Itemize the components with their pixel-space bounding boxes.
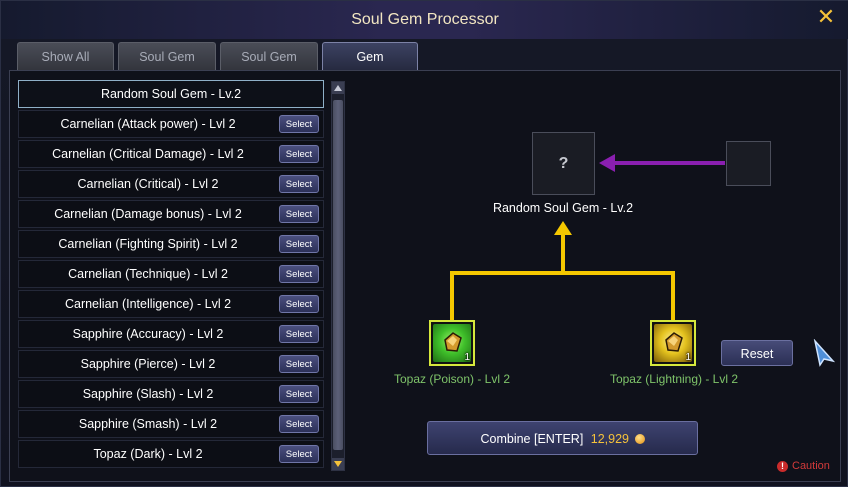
list-item-label: Carnelian (Fighting Spirit) - Lvl 2 <box>58 237 238 251</box>
list-item-label: Carnelian (Intelligence) - Lvl 2 <box>64 297 232 311</box>
gem-background <box>654 324 692 362</box>
gem-count: 1 <box>464 352 470 363</box>
list-item: Carnelian (Technique) - Lvl 2 Select <box>18 260 324 288</box>
list-item: Sapphire (Pierce) - Lvl 2 Select <box>18 350 324 378</box>
gem-count: 1 <box>685 352 691 363</box>
list-item-label: Carnelian (Critical) - Lvl 2 <box>77 177 219 191</box>
select-button[interactable]: Select <box>279 325 319 343</box>
select-button[interactable]: Select <box>279 385 319 403</box>
select-button[interactable]: Select <box>279 205 319 223</box>
list-item-label: Sapphire (Smash) - Lvl 2 <box>78 417 218 431</box>
list-item-label: Sapphire (Pierce) - Lvl 2 <box>80 357 216 371</box>
scroll-down-arrow-icon[interactable] <box>332 458 344 470</box>
list-item: Topaz (Dark) - Lvl 2 Select <box>18 440 324 468</box>
scroll-thumb[interactable] <box>333 100 343 450</box>
list-item: Carnelian (Critical) - Lvl 2 Select <box>18 170 324 198</box>
caution-label: Caution <box>792 460 830 472</box>
select-button[interactable]: Select <box>279 145 319 163</box>
list-item: Sapphire (Accuracy) - Lvl 2 Select <box>18 320 324 348</box>
list-item-label: Random Soul Gem - Lv.2 <box>100 87 242 101</box>
close-icon[interactable]: ✕ <box>816 4 836 29</box>
select-button[interactable]: Select <box>279 265 319 283</box>
select-button[interactable]: Select <box>279 175 319 193</box>
gem-list: Random Soul Gem - Lv.2 Carnelian (Attack… <box>18 80 324 470</box>
select-button[interactable]: Select <box>279 235 319 253</box>
combine-button[interactable]: Combine [ENTER] 12,929 <box>427 421 698 455</box>
ingredient-label-lightning: Topaz (Lightning) - Lvl 2 <box>609 372 739 386</box>
caution-icon: ! <box>777 461 788 472</box>
list-item: Carnelian (Critical Damage) - Lvl 2 Sele… <box>18 140 324 168</box>
list-item-label: Topaz (Dark) - Lvl 2 <box>93 447 203 461</box>
result-gem-slot[interactable]: ? <box>532 132 595 195</box>
gold-coin-icon <box>634 434 645 444</box>
select-button[interactable]: Select <box>279 295 319 313</box>
topaz-gem-icon <box>444 332 462 352</box>
list-item-label: Sapphire (Accuracy) - Lvl 2 <box>72 327 224 341</box>
tab-bar: Show All Soul Gem Equip Soul Gem Craft G… <box>17 42 418 92</box>
reset-button[interactable]: Reset <box>721 340 793 366</box>
list-scrollbar[interactable] <box>331 81 345 471</box>
list-item: Sapphire (Smash) - Lvl 2 Select <box>18 410 324 438</box>
tab-soul-gem-craft[interactable]: Soul Gem Craft <box>220 42 318 92</box>
window-title: Soul Gem Processor <box>1 1 848 39</box>
list-item: Carnelian (Intelligence) - Lvl 2 Select <box>18 290 324 318</box>
list-item: Carnelian (Damage bonus) - Lvl 2 Select <box>18 200 324 228</box>
result-gem-label: Random Soul Gem - Lv.2 <box>492 201 634 215</box>
tab-soul-gem-equip[interactable]: Soul Gem Equip <box>118 42 216 92</box>
caution-link[interactable]: ! Caution <box>777 460 830 472</box>
select-button[interactable]: Select <box>279 445 319 463</box>
gem-background <box>433 324 471 362</box>
ingredient-slot-poison[interactable]: 1 <box>429 320 475 366</box>
combine-button-label: Combine [ENTER] <box>480 432 584 446</box>
ingredient-slot-lightning[interactable]: 1 <box>650 320 696 366</box>
list-item-label: Carnelian (Critical Damage) - Lvl 2 <box>52 147 244 161</box>
combine-cost: 12,929 <box>590 432 630 446</box>
select-button[interactable]: Select <box>279 355 319 373</box>
list-item: Sapphire (Slash) - Lvl 2 Select <box>18 380 324 408</box>
list-item-label: Carnelian (Damage bonus) - Lvl 2 <box>54 207 242 221</box>
topaz-gem-icon <box>665 332 683 352</box>
select-button[interactable]: Select <box>279 415 319 433</box>
list-item-label: Sapphire (Slash) - Lvl 2 <box>82 387 214 401</box>
list-item-selected[interactable]: Random Soul Gem - Lv.2 <box>18 80 324 108</box>
mouse-cursor-icon <box>813 339 835 367</box>
select-button[interactable]: Select <box>279 115 319 133</box>
question-mark-icon: ? <box>558 155 569 172</box>
list-item-label: Carnelian (Attack power) - Lvl 2 <box>60 117 236 131</box>
scroll-up-arrow-icon[interactable] <box>332 82 344 94</box>
ingredient-label-poison: Topaz (Poison) - Lvl 2 <box>393 372 511 386</box>
list-item-label: Carnelian (Technique) - Lvl 2 <box>68 267 228 281</box>
tab-gem-combine[interactable]: Gem Combine <box>322 42 418 92</box>
tab-show-all[interactable]: Show All <box>17 42 114 70</box>
source-gem-slot[interactable] <box>726 141 771 186</box>
list-item: Carnelian (Fighting Spirit) - Lvl 2 Sele… <box>18 230 324 258</box>
list-item: Carnelian (Attack power) - Lvl 2 Select <box>18 110 324 138</box>
